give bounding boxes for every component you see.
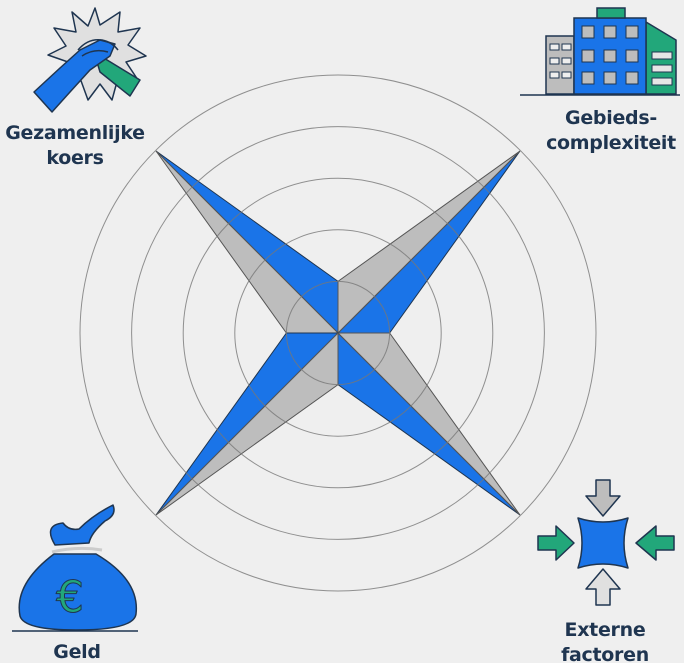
svg-text:€: € [56,572,84,623]
ring-3 [182,177,494,489]
label-geld: Geld [2,640,152,663]
label-line: koers [46,147,104,169]
label-gezamenlijke-koers: Gezamenlijke koers [0,121,150,171]
label-line: Externe [564,619,646,641]
money-bag-icon: € [12,504,138,632]
label-line: Gebieds- [565,107,657,129]
label-line: Geld [53,641,101,663]
ring-2 [234,229,442,437]
ring-5 [79,74,597,592]
label-line: factoren [561,644,649,663]
ring-1 [285,280,391,386]
label-externe-factoren: Externe factoren [530,618,680,663]
ring-4 [131,126,545,540]
buildings-icon [520,7,680,96]
handshake-icon [33,7,147,113]
star-arm-gray-1 [337,150,521,335]
label-line: complexiteit [546,132,676,154]
label-gebieds-complexiteit: Gebieds- complexiteit [536,106,684,156]
star-arm-gray-3 [155,331,339,516]
label-line: Gezamenlijke [5,122,145,144]
pressure-arrows-icon [537,479,675,606]
star-arm-gray-2 [336,332,521,516]
